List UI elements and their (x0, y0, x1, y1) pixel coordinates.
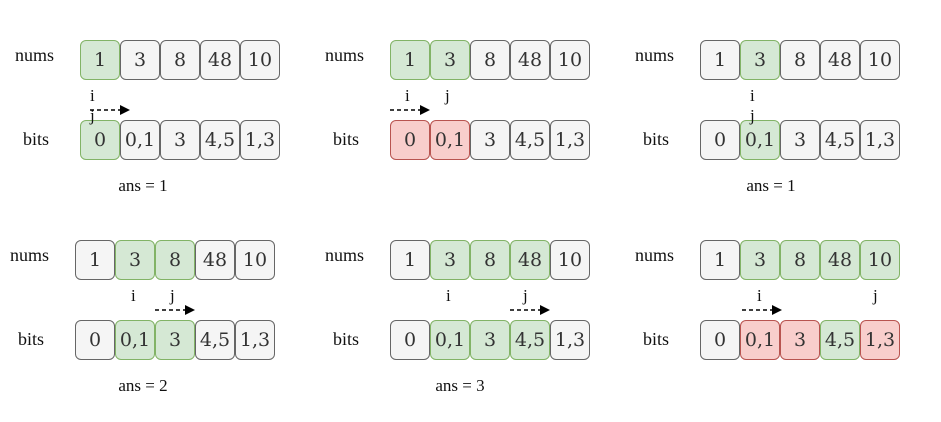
dashed-arrow-icon (155, 305, 195, 315)
bits-cell: 4,5 (820, 120, 860, 160)
nums-label: nums (10, 245, 50, 265)
nums-cell: 1 (80, 40, 120, 80)
bits-cell: 0,1 (430, 320, 470, 360)
nums-cell: 1 (700, 40, 740, 80)
nums-cell: 10 (240, 40, 280, 80)
bits-cell: 0,1 (115, 320, 155, 360)
bits-cell: 0 (390, 120, 430, 160)
nums-label: nums (325, 45, 365, 65)
nums-cell: 1 (700, 240, 740, 280)
bits-cell: 0 (700, 120, 740, 160)
nums-cell: 3 (430, 40, 470, 80)
bits-cell: 3 (160, 120, 200, 160)
nums-cell: 8 (470, 240, 510, 280)
nums-cell: 1 (75, 240, 115, 280)
dashed-arrow-icon (90, 105, 130, 115)
nums-cell: 48 (510, 40, 550, 80)
bits-label: bits (23, 129, 50, 149)
bits-cell: 4,5 (510, 120, 550, 160)
bits-cell: 3 (780, 120, 820, 160)
bits-cell: 0 (80, 120, 120, 160)
bits-cell: 1,3 (240, 120, 280, 160)
nums-cell: 8 (160, 40, 200, 80)
bits-cell: 0 (700, 320, 740, 360)
bits-label: bits (333, 129, 360, 149)
ans-label: ans = 1 (118, 176, 168, 195)
nums-label: nums (635, 245, 675, 265)
nums-cell: 48 (510, 240, 550, 280)
bits-cell: 4,5 (510, 320, 550, 360)
nums-cell: 8 (155, 240, 195, 280)
bits-label: bits (643, 329, 670, 349)
nums-cell: 48 (195, 240, 235, 280)
bits-cell: 3 (155, 320, 195, 360)
bits-label: bits (18, 329, 45, 349)
bits-cell: 4,5 (195, 320, 235, 360)
bits-cell: 0,1 (740, 120, 780, 160)
dashed-arrow-icon (390, 105, 430, 115)
pointer-j-label: j (445, 86, 450, 105)
pointer-label: i j (750, 86, 755, 125)
nums-cell: 3 (740, 40, 780, 80)
bits-label: bits (333, 329, 360, 349)
nums-cell: 10 (550, 40, 590, 80)
bits-cell: 1,3 (235, 320, 275, 360)
bits-cell: 1,3 (550, 120, 590, 160)
bits-cell: 3 (780, 320, 820, 360)
nums-cell: 10 (550, 240, 590, 280)
pointer-label: i j (90, 86, 95, 125)
nums-cell: 1 (390, 240, 430, 280)
nums-cell: 3 (120, 40, 160, 80)
bits-cell: 1,3 (860, 120, 900, 160)
pointer-i-label: i (131, 286, 136, 305)
bits-cell: 1,3 (550, 320, 590, 360)
nums-cell: 8 (780, 240, 820, 280)
dashed-arrow-icon (510, 305, 550, 315)
bits-cell: 0,1 (740, 320, 780, 360)
nums-label: nums (15, 45, 55, 65)
dashed-arrow-icon (742, 305, 782, 315)
ans-label: ans = 1 (746, 176, 796, 195)
bits-cell: 0 (75, 320, 115, 360)
bits-cell: 3 (470, 120, 510, 160)
nums-cell: 48 (820, 240, 860, 280)
bits-cell: 0,1 (430, 120, 470, 160)
bits-cell: 0,1 (120, 120, 160, 160)
nums-cell: 10 (860, 240, 900, 280)
nums-cell: 10 (235, 240, 275, 280)
pointer-j-label: j (873, 286, 878, 305)
bits-cell: 4,5 (820, 320, 860, 360)
nums-label: nums (635, 45, 675, 65)
pointer-i-label: i (446, 286, 451, 305)
bits-cell: 1,3 (860, 320, 900, 360)
nums-cell: 48 (200, 40, 240, 80)
bits-cell: 4,5 (200, 120, 240, 160)
ans-label: ans = 3 (435, 376, 485, 395)
nums-cell: 8 (780, 40, 820, 80)
nums-cell: 3 (430, 240, 470, 280)
ans-label: ans = 2 (118, 376, 168, 395)
bits-cell: 0 (390, 320, 430, 360)
pointer-i-label: i (757, 286, 762, 305)
nums-cell: 3 (740, 240, 780, 280)
nums-cell: 48 (820, 40, 860, 80)
nums-cell: 10 (860, 40, 900, 80)
bits-label: bits (643, 129, 670, 149)
pointer-j-label: j (523, 286, 528, 305)
nums-cell: 3 (115, 240, 155, 280)
pointer-i-label: i (405, 86, 410, 105)
bits-cell: 3 (470, 320, 510, 360)
nums-label: nums (325, 245, 365, 265)
nums-cell: 8 (470, 40, 510, 80)
pointer-j-label: j (170, 286, 175, 305)
nums-cell: 1 (390, 40, 430, 80)
